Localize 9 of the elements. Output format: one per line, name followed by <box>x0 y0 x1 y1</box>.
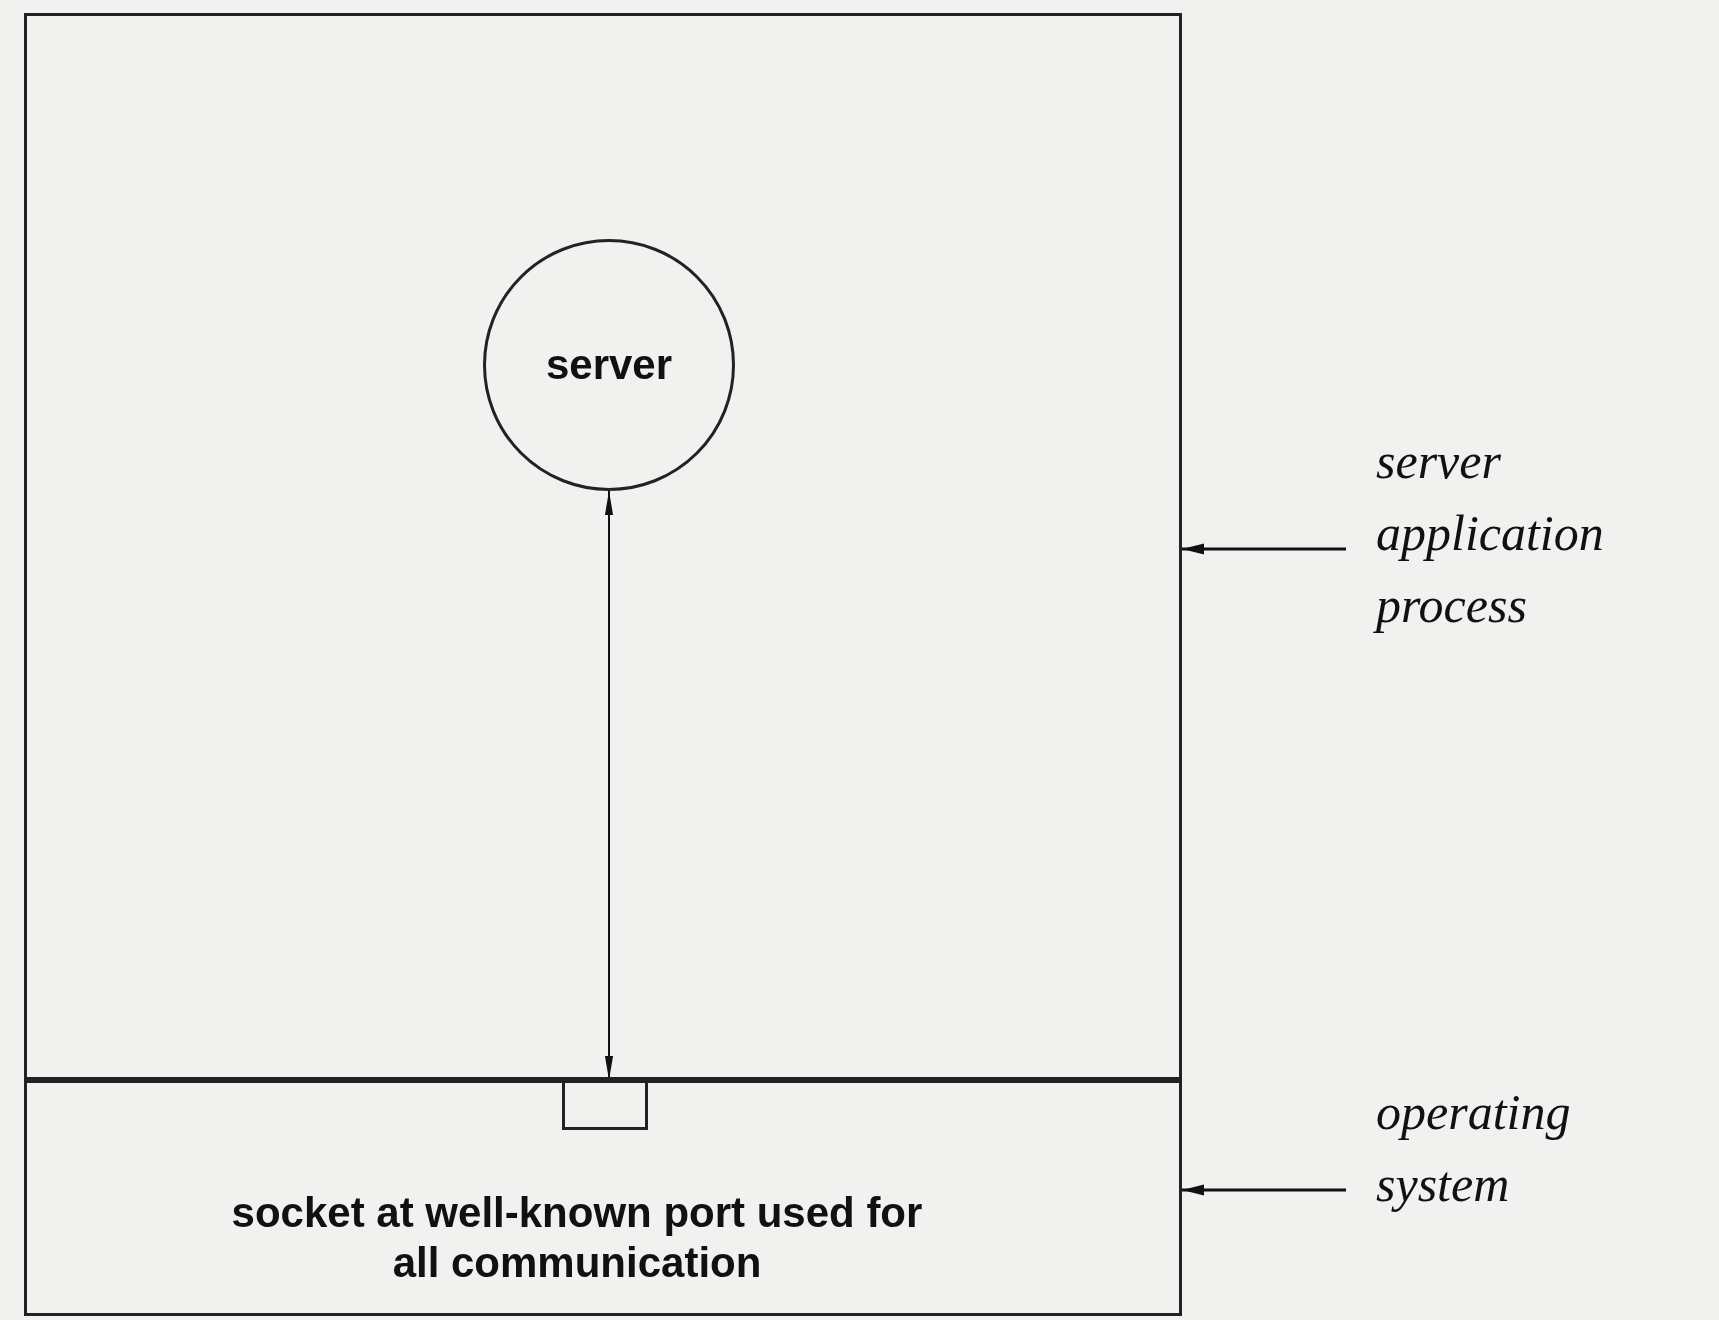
socket-box <box>562 1080 648 1130</box>
process-region-box <box>24 13 1182 1080</box>
arrow <box>1182 1184 1346 1196</box>
box-label: socket at well-known port used for all communication <box>230 1188 924 1289</box>
node-label: server <box>545 339 673 390</box>
server-circle <box>483 239 735 491</box>
arrow <box>1182 543 1346 555</box>
operating-system-box <box>24 1080 1182 1316</box>
side-label: operating system <box>1376 1083 1572 1214</box>
